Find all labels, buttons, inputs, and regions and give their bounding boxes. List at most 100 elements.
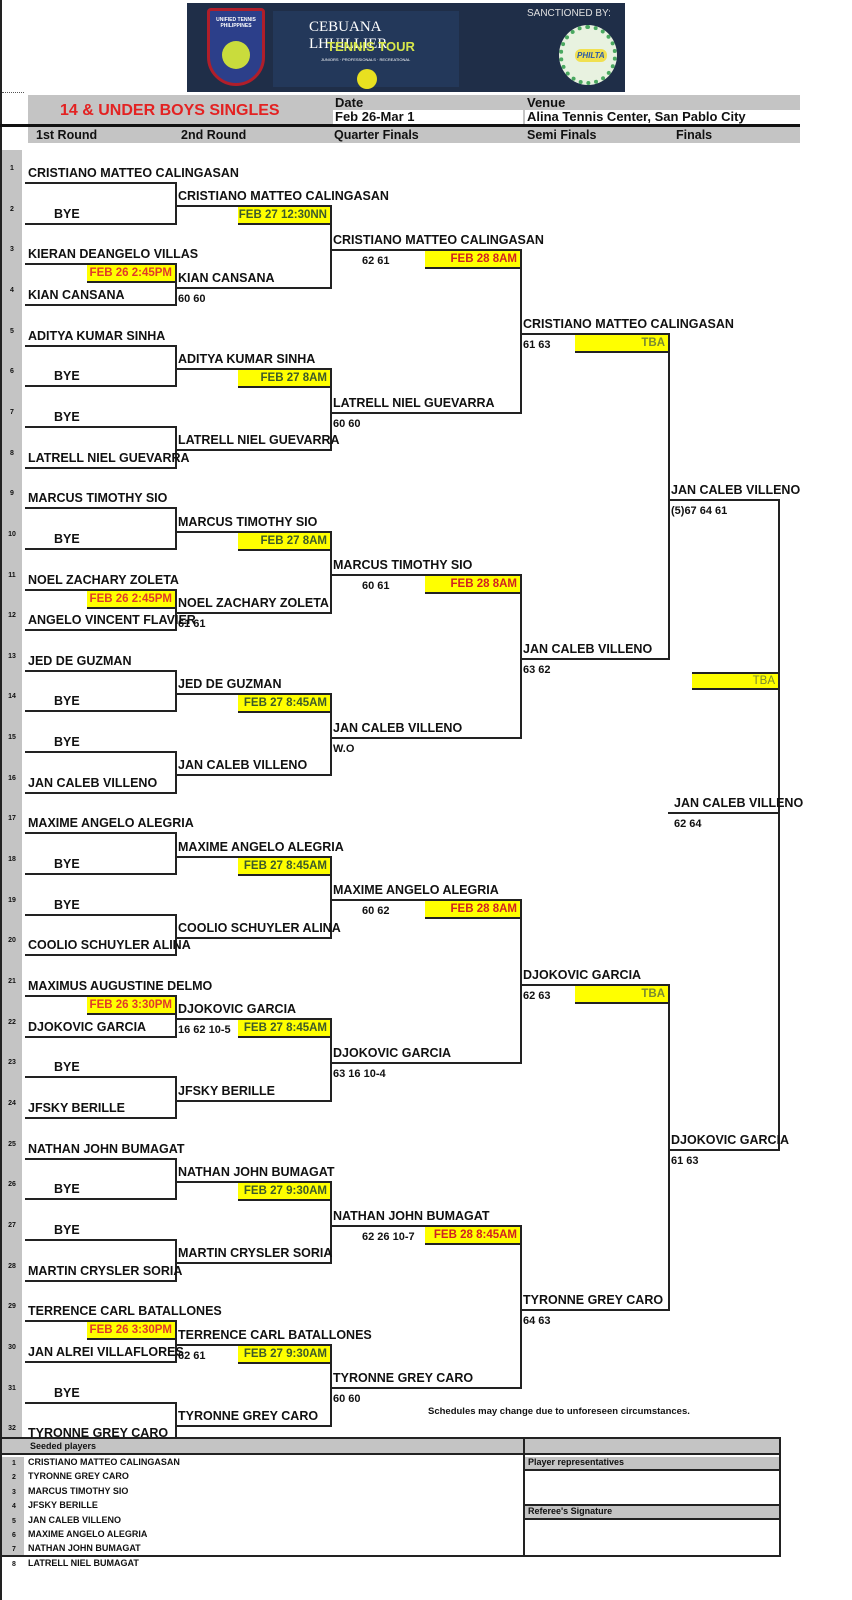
player-name[interactable]: DJOKOVIC GARCIA (523, 967, 642, 982)
referee-signature-field[interactable] (525, 1520, 779, 1555)
player-name[interactable]: BYE (54, 1222, 80, 1237)
player-name[interactable]: BYE (54, 531, 80, 546)
player-name[interactable]: TYRONNE GREY CARO (523, 1292, 664, 1307)
cebuana-tour-logo: CEBUANA LHUILLIER TENNIS TOUR JUNIORS · … (273, 11, 459, 89)
player-name[interactable]: TERRENCE CARL BATALLONES (28, 1304, 222, 1319)
player-name[interactable]: NATHAN JOHN BUMAGAT (178, 1164, 335, 1179)
player-name[interactable]: NATHAN JOHN BUMAGAT (28, 1141, 185, 1156)
player-name[interactable]: COOLIO SCHUYLER ALINA (28, 938, 191, 953)
player-name[interactable]: CRISTIANO MATTEO CALINGASAN (178, 189, 389, 204)
page-left-border (0, 0, 2, 1600)
round-header-qf: Quarter Finals (334, 128, 419, 142)
match-schedule-text: FEB 26 3:30PM (89, 1324, 172, 1337)
bracket-line (520, 1308, 670, 1311)
player-name[interactable]: MARTIN CRYSLER SORIA (28, 1263, 183, 1278)
draw-position-number: 3 (10, 246, 14, 254)
bracket-line (25, 1401, 177, 1404)
player-name[interactable]: BYE (54, 1385, 80, 1400)
player-name[interactable]: DJOKOVIC GARCIA (333, 1045, 452, 1060)
player-name[interactable]: NATHAN JOHN BUMAGAT (333, 1208, 490, 1223)
player-name[interactable]: NOEL ZACHARY ZOLETA (178, 595, 329, 610)
player-name[interactable]: JED DE GUZMAN (178, 677, 282, 692)
bracket-line (25, 669, 177, 672)
match-schedule-badge: FEB 28 8AM (425, 901, 520, 920)
bracket-line (330, 1224, 522, 1227)
player-name[interactable]: LATRELL NIEL GUEVARRA (28, 450, 190, 465)
bracket-line (25, 547, 177, 550)
player-name[interactable]: CRISTIANO MATTEO CALINGASAN (28, 166, 239, 180)
bracket-connector (330, 1018, 332, 1102)
player-name[interactable]: MARCUS TIMOTHY SIO (178, 514, 318, 529)
player-name[interactable]: CRISTIANO MATTEO CALINGASAN (523, 317, 734, 332)
player-name[interactable]: TERRENCE CARL BATALLONES (178, 1327, 372, 1342)
player-name[interactable]: KIAN CANSANA (178, 270, 275, 285)
player-name[interactable]: ADITYA KUMAR SINHA (178, 351, 316, 366)
player-name[interactable]: MAXIME ANGELO ALEGRIA (178, 839, 344, 854)
player-name[interactable]: JAN CALEB VILLENO (523, 642, 653, 657)
seeded-players-label: Seeded players (30, 1441, 97, 1451)
player-name[interactable]: MARTIN CRYSLER SORIA (178, 1246, 333, 1261)
draw-position-number: 30 (8, 1343, 16, 1351)
player-name[interactable]: TYRONNE GREY CARO (28, 1426, 169, 1441)
match-schedule-badge: FEB 26 3:30PM (87, 997, 175, 1015)
draw-position-number: 26 (8, 1181, 16, 1189)
player-name[interactable]: BYE (54, 409, 80, 424)
player-name[interactable]: JAN CALEB VILLENO (178, 758, 308, 773)
match-schedule-badge: FEB 27 8AM (238, 369, 330, 388)
player-name[interactable]: JAN CALEB VILLENO (28, 775, 158, 790)
player-name[interactable]: KIAN CANSANA (28, 287, 125, 302)
player-name[interactable]: ANGELO VINCENT FLAVIER (28, 613, 196, 628)
player-name[interactable]: MAXIME ANGELO ALEGRIA (333, 883, 499, 898)
player-name[interactable]: DJOKOVIC GARCIA (28, 1019, 147, 1034)
player-name[interactable]: BYE (54, 1182, 80, 1197)
player-name[interactable]: JED DE GUZMAN (28, 653, 132, 668)
bracket-connector (520, 248, 522, 414)
draw-position-number: 25 (8, 1140, 16, 1148)
bracket-connector (330, 693, 332, 777)
player-name[interactable]: JFSKY BERILLE (178, 1083, 276, 1098)
player-name[interactable]: BYE (54, 1060, 80, 1075)
match-score: 62 26 10-7 (362, 1230, 415, 1243)
player-name[interactable]: KIERAN DEANGELO VILLAS (28, 247, 199, 262)
player-name[interactable]: MARCUS TIMOTHY SIO (333, 558, 473, 573)
player-name[interactable]: BYE (54, 857, 80, 872)
seed-number: 1 (12, 1460, 16, 1467)
player-name[interactable]: JAN CALEB VILLENO (333, 720, 463, 735)
player-name[interactable]: CRISTIANO MATTEO CALINGASAN (333, 232, 544, 247)
match-schedule-badge: TBA (575, 335, 668, 354)
round-header-1st: 1st Round (36, 128, 98, 142)
player-name[interactable]: JAN ALREI VILLAFLORES (28, 1344, 184, 1359)
player-name[interactable]: MAXIME ANGELO ALEGRIA (28, 816, 194, 831)
player-name[interactable]: MAXIMUS AUGUSTINE DELMO (28, 979, 213, 993)
player-name[interactable]: LATRELL NIEL GUEVARRA (178, 433, 340, 448)
bracket-line (175, 1099, 332, 1102)
player-name[interactable]: DJOKOVIC GARCIA (671, 1133, 790, 1148)
player-name[interactable]: BYE (54, 369, 80, 384)
player-name[interactable]: COOLIO SCHUYLER ALINA (178, 921, 341, 936)
final-schedule-badge: TBA (692, 672, 778, 690)
bracket-line (175, 1424, 332, 1427)
draw-position-number: 20 (8, 937, 16, 945)
player-name[interactable]: BYE (54, 897, 80, 912)
player-name[interactable]: ADITYA KUMAR SINHA (28, 328, 166, 343)
player-name[interactable]: BYE (54, 694, 80, 709)
bracket-line (25, 263, 177, 266)
player-name[interactable]: LATRELL NIEL GUEVARRA (333, 395, 495, 410)
player-name[interactable]: JFSKY BERILLE (28, 1100, 126, 1115)
player-name[interactable]: BYE (54, 206, 80, 221)
champion-name[interactable]: JAN CALEB VILLENO (674, 796, 804, 810)
player-name[interactable]: JAN CALEB VILLENO (671, 482, 801, 497)
player-name[interactable]: TYRONNE GREY CARO (333, 1371, 474, 1386)
player-name[interactable]: MARCUS TIMOTHY SIO (28, 491, 168, 506)
player-name[interactable]: TYRONNE GREY CARO (178, 1408, 319, 1423)
player-name[interactable]: NOEL ZACHARY ZOLETA (28, 572, 179, 587)
draw-position-number: 1 (10, 165, 14, 172)
match-schedule-text: FEB 26 2:45PM (89, 267, 172, 280)
bracket-line (25, 791, 177, 794)
bracket-line (175, 286, 332, 289)
player-name[interactable]: DJOKOVIC GARCIA (178, 1002, 297, 1017)
player-representatives-field[interactable] (525, 1471, 779, 1506)
match-score: (5)67 64 61 (671, 504, 728, 517)
player-name[interactable]: BYE (54, 735, 80, 750)
